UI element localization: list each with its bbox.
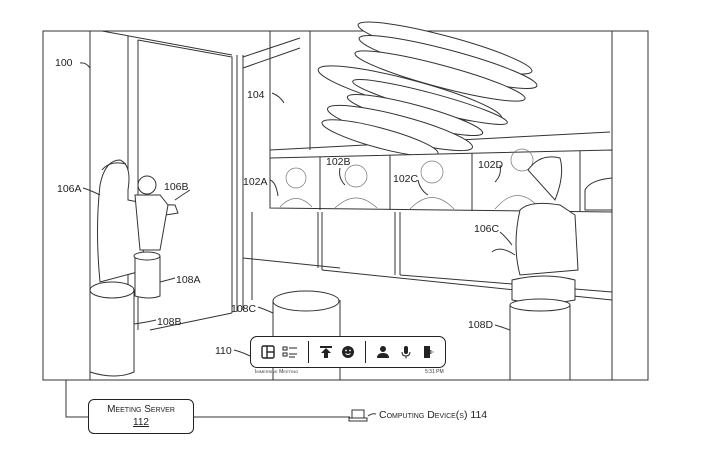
share-button[interactable] xyxy=(316,341,336,363)
toolbar-divider xyxy=(307,341,309,363)
seat-108C xyxy=(272,290,341,380)
remote-participant-102A xyxy=(279,167,313,208)
layout-icon xyxy=(261,345,275,359)
label-108D: 108D xyxy=(468,319,494,331)
server-connector xyxy=(65,380,88,418)
computing-devices-label: Computing Device(s) 114 xyxy=(379,409,488,421)
smiley-icon xyxy=(342,346,355,358)
meeting-server-number: 112 xyxy=(133,417,149,428)
label-108C: 108C xyxy=(231,303,257,315)
meeting-server-label: Meeting Server xyxy=(107,404,175,415)
remote-participant-strip xyxy=(269,148,613,213)
label-102A: 102A xyxy=(243,176,268,188)
left-window xyxy=(137,39,233,313)
seat-108B xyxy=(89,281,135,377)
meeting-toolbar xyxy=(250,336,446,368)
remote-participant-102C xyxy=(409,160,455,210)
leader-lines xyxy=(79,62,513,357)
label-108A: 108A xyxy=(176,274,201,286)
list-button[interactable] xyxy=(280,341,300,363)
toolbar-divider xyxy=(365,341,367,363)
seat-108D xyxy=(509,298,571,380)
label-110: 110 xyxy=(215,345,232,357)
label-102C: 102C xyxy=(393,173,419,185)
person-icon xyxy=(377,346,390,358)
seat-108A xyxy=(133,251,161,299)
label-100: 100 xyxy=(55,57,73,69)
label-102B: 102B xyxy=(326,156,351,168)
leave-door-icon xyxy=(423,346,434,358)
layout-button[interactable] xyxy=(258,341,278,363)
remote-participant-102B xyxy=(334,164,378,209)
laptop-icon xyxy=(348,409,368,422)
label-106C: 106C xyxy=(474,223,500,235)
label-106A: 106A xyxy=(57,183,82,195)
label-106B: 106B xyxy=(164,181,189,193)
share-upload-icon xyxy=(319,346,332,358)
label-102D: 102D xyxy=(478,159,504,171)
partial-participant xyxy=(584,177,613,211)
local-participant-106C xyxy=(491,156,579,304)
hologram-spiral-object xyxy=(317,21,538,157)
label-104: 104 xyxy=(247,89,265,101)
list-icon xyxy=(282,346,298,358)
microphone-icon xyxy=(401,346,411,359)
label-108B: 108B xyxy=(157,316,182,328)
meeting-server-box: Meeting Server 112 xyxy=(88,399,194,434)
local-participant-106B xyxy=(134,175,169,251)
leave-button[interactable] xyxy=(418,341,438,363)
microphone-button[interactable] xyxy=(395,341,415,363)
participants-button[interactable] xyxy=(373,341,393,363)
toolbar-time: 5:31 PM xyxy=(425,369,444,375)
reactions-button[interactable] xyxy=(338,341,358,363)
toolbar-app-name: Immersive Meeting xyxy=(255,369,299,375)
environment-frame xyxy=(42,30,649,381)
